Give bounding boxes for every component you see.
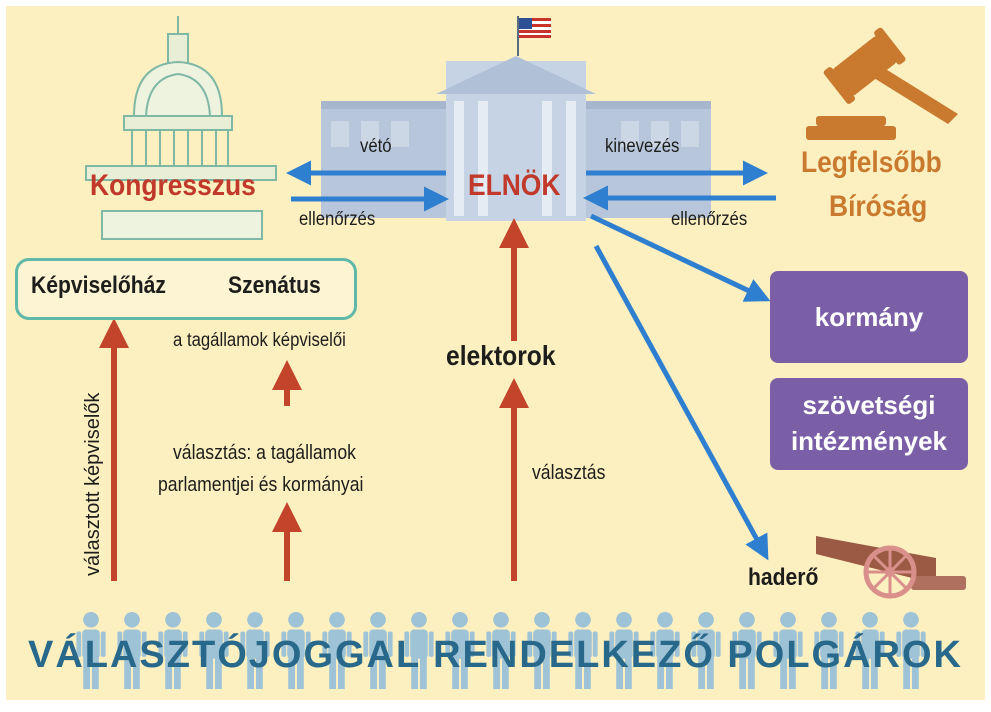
president-label: ELNÖK	[468, 169, 561, 202]
state-reps-label: a tagállamok képviselői	[173, 330, 346, 351]
check-right-label: ellenőrzés	[671, 209, 748, 230]
capitol-icon	[85, 16, 277, 240]
house-label: Képviselőház	[31, 272, 166, 299]
government-arrow	[589, 213, 771, 302]
veto-label: vétó	[360, 136, 392, 157]
diagram-canvas: Kongresszus ELNÖK Legfelsőbb Bíróság vét…	[6, 6, 985, 700]
senate-label: Szenátus	[228, 272, 321, 299]
congress-label: Kongresszus	[90, 169, 256, 202]
electors-label: elektorok	[446, 340, 556, 371]
gavel-icon	[806, 27, 958, 140]
check-left-label: ellenőrzés	[299, 209, 376, 230]
appointment-label: kinevezés	[605, 136, 680, 157]
state-election-label-2: parlamentjei és kormányai	[158, 474, 364, 496]
congress-chambers-box	[15, 258, 357, 320]
supreme-court-label-2: Bíróság	[829, 190, 928, 223]
agencies-box	[770, 378, 968, 470]
us-flag-icon	[517, 16, 551, 56]
elected-reps-label: választott képviselők	[82, 392, 104, 576]
government-box	[770, 271, 968, 363]
election-label: választás	[532, 462, 606, 484]
cannon-icon	[816, 536, 966, 599]
military-label: haderő	[748, 564, 819, 591]
government-label: kormány	[814, 302, 924, 332]
state-election-label-1: választás: a tagállamok	[173, 442, 356, 464]
supreme-court-label-1: Legfelsőbb	[801, 146, 942, 179]
citizens-label: VÁLASZTÓJOGGAL RENDELKEZŐ POLGÁROK	[27, 634, 963, 676]
agencies-label-1: szövetségi	[802, 390, 936, 420]
agencies-label-2: intézmények	[790, 426, 948, 456]
military-arrow	[593, 244, 769, 561]
